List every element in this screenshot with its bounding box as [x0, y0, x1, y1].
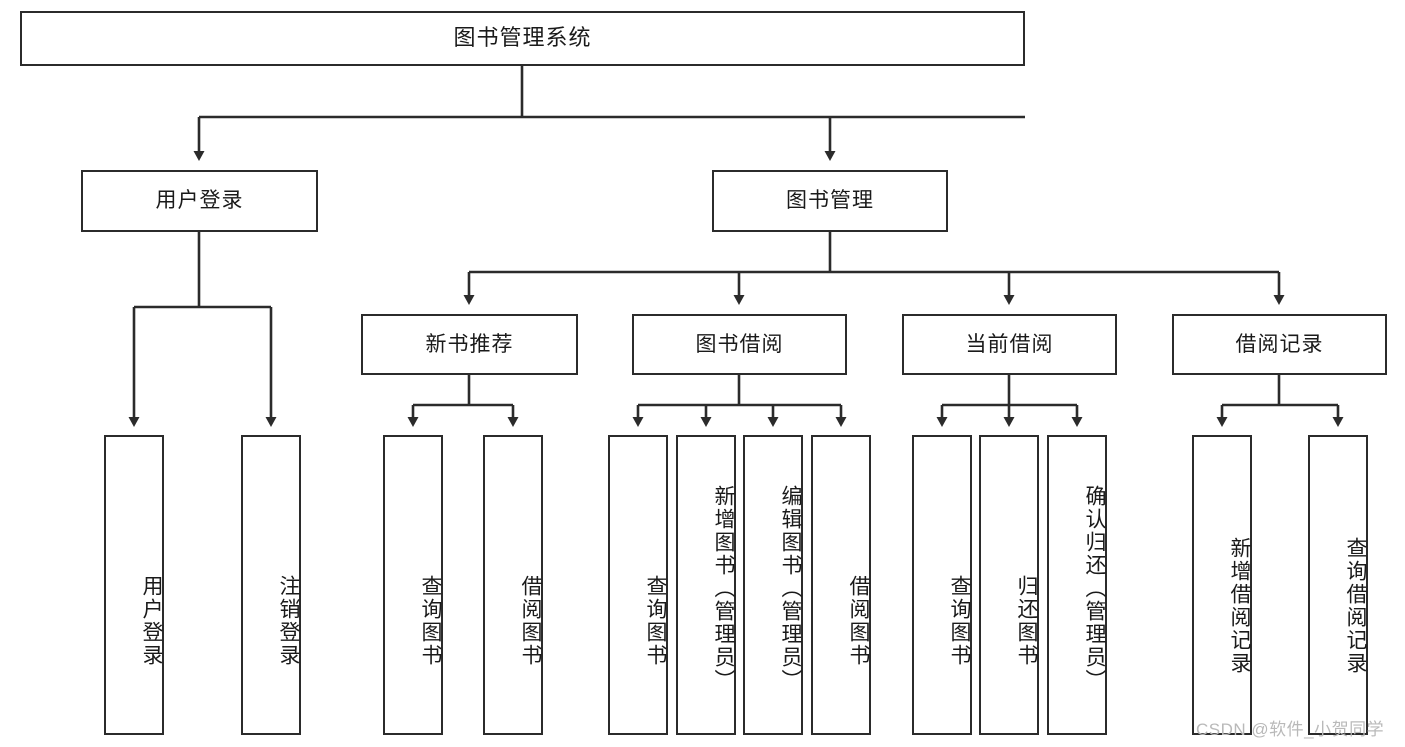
node-leaf-query-record-label: 查询借阅记录: [1344, 537, 1367, 675]
node-leaf-confirm-return-label: 确认归还（管理员）: [1083, 484, 1106, 692]
node-leaf-query-book-3[interactable]: 查询图书: [912, 435, 972, 735]
node-root[interactable]: 图书管理系统: [20, 11, 1025, 66]
node-current-borrow[interactable]: 当前借阅: [902, 314, 1117, 375]
node-user-login[interactable]: 用户登录: [81, 170, 318, 232]
node-user-login-label: 用户登录: [155, 189, 244, 213]
node-root-label: 图书管理系统: [453, 25, 592, 51]
node-leaf-query-book-3-label: 查询图书: [948, 575, 971, 667]
node-leaf-query-book-2[interactable]: 查询图书: [608, 435, 668, 735]
node-leaf-logout-login-label: 注销登录: [277, 575, 300, 667]
node-leaf-borrow-book-2[interactable]: 借阅图书: [811, 435, 871, 735]
node-book-borrow-label: 图书借阅: [695, 332, 784, 356]
node-leaf-borrow-book-1-label: 借阅图书: [519, 575, 542, 667]
node-book-management[interactable]: 图书管理: [712, 170, 948, 232]
node-leaf-query-book-1[interactable]: 查询图书: [383, 435, 443, 735]
node-leaf-user-login-label: 用户登录: [140, 575, 163, 667]
node-borrow-record[interactable]: 借阅记录: [1172, 314, 1387, 375]
node-new-book-recommend[interactable]: 新书推荐: [361, 314, 578, 375]
node-leaf-query-book-1-label: 查询图书: [419, 575, 442, 667]
node-leaf-edit-book[interactable]: 编辑图书（管理员）: [743, 435, 803, 735]
node-leaf-return-book[interactable]: 归还图书: [979, 435, 1039, 735]
node-leaf-borrow-book-1[interactable]: 借阅图书: [483, 435, 543, 735]
node-current-borrow-label: 当前借阅: [965, 332, 1054, 356]
node-leaf-user-login[interactable]: 用户登录: [104, 435, 164, 735]
csdn-watermark: CSDN @软件_小贺同学: [1196, 720, 1385, 739]
node-borrow-record-label: 借阅记录: [1235, 332, 1324, 356]
node-leaf-query-record[interactable]: 查询借阅记录: [1308, 435, 1368, 735]
node-leaf-confirm-return[interactable]: 确认归还（管理员）: [1047, 435, 1107, 735]
node-leaf-add-record[interactable]: 新增借阅记录: [1192, 435, 1252, 735]
node-new-book-recommend-label: 新书推荐: [425, 332, 514, 356]
node-book-management-label: 图书管理: [786, 189, 874, 213]
node-leaf-add-book[interactable]: 新增图书（管理员）: [676, 435, 736, 735]
node-leaf-logout-login[interactable]: 注销登录: [241, 435, 301, 735]
node-book-borrow[interactable]: 图书借阅: [632, 314, 847, 375]
node-leaf-add-book-label: 新增图书（管理员）: [712, 484, 735, 692]
node-leaf-query-book-2-label: 查询图书: [644, 575, 667, 667]
node-leaf-edit-book-label: 编辑图书（管理员）: [779, 484, 802, 692]
node-leaf-return-book-label: 归还图书: [1015, 575, 1038, 667]
node-leaf-borrow-book-2-label: 借阅图书: [847, 575, 870, 667]
node-leaf-add-record-label: 新增借阅记录: [1228, 537, 1251, 675]
